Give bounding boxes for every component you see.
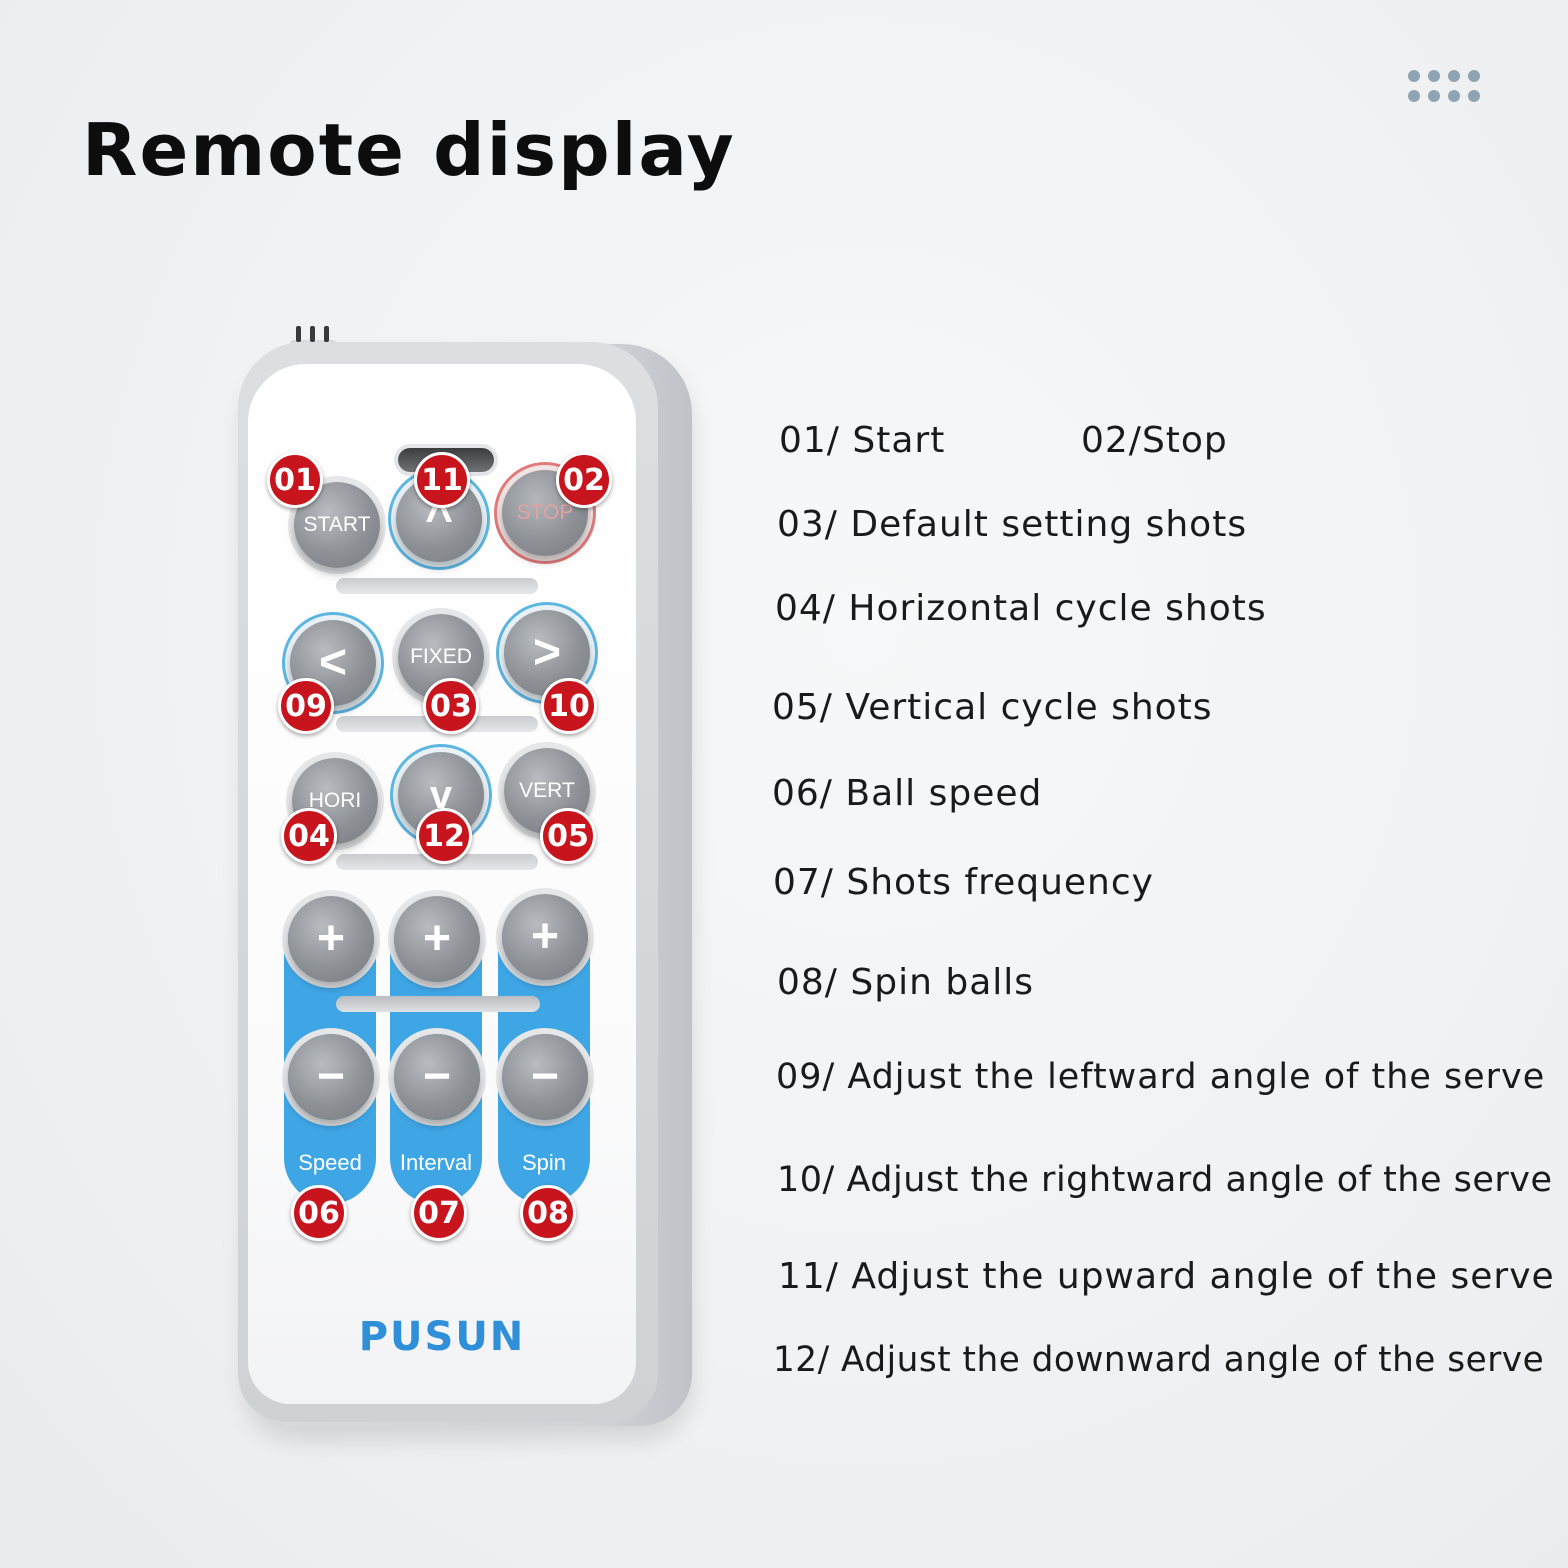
dots-menu-icon: [1408, 70, 1482, 104]
badge-04: 04: [281, 808, 337, 864]
badge-11: 11: [414, 452, 470, 508]
chevron-down-icon: v: [429, 773, 453, 817]
down-button[interactable]: v: [398, 752, 484, 838]
spin-plus-button[interactable]: +: [502, 894, 588, 980]
badge-10: 10: [541, 678, 597, 734]
page-title: Remote display: [82, 108, 736, 192]
badge-02: 02: [556, 452, 612, 508]
speed-label: Speed: [298, 1150, 362, 1175]
legend-item-05: 05/ Vertical cycle shots: [772, 687, 1213, 728]
legend-item-03: 03/ Default setting shots: [777, 504, 1248, 545]
interval-plus-button[interactable]: +: [394, 896, 480, 982]
legend-item-01: 01/ Start: [779, 420, 946, 461]
badge-12: 12: [416, 808, 472, 864]
plus-icon: +: [422, 912, 452, 965]
chevron-left-icon: <: [318, 636, 348, 689]
badge-06: 06: [291, 1185, 347, 1241]
legend-item-08: 08/ Spin balls: [777, 962, 1035, 1003]
legend-item-10: 10/ Adjust the rightward angle of the se…: [777, 1160, 1553, 1200]
speed-plus-button[interactable]: +: [288, 896, 374, 982]
interval-minus-button[interactable]: −: [394, 1034, 480, 1120]
minus-icon: −: [316, 1050, 346, 1103]
speed-minus-button[interactable]: −: [288, 1034, 374, 1120]
minus-icon: −: [422, 1050, 452, 1103]
legend-item-07: 07/ Shots frequency: [773, 862, 1154, 903]
legend-item-02: 02/Stop: [1081, 420, 1228, 461]
chevron-right-icon: >: [532, 626, 562, 679]
interval-label: Interval: [399, 1150, 473, 1175]
badge-05: 05: [540, 808, 596, 864]
legend-item-11: 11/ Adjust the upward angle of the serve: [778, 1256, 1555, 1297]
spin-minus-button[interactable]: −: [502, 1034, 588, 1120]
badge-08: 08: [520, 1185, 576, 1241]
badge-09: 09: [278, 678, 334, 734]
spin-label: Spin: [521, 1150, 567, 1175]
legend-item-06: 06/ Ball speed: [772, 773, 1043, 814]
minus-icon: −: [530, 1050, 560, 1103]
badge-01: 01: [267, 452, 323, 508]
legend-item-09: 09/ Adjust the leftward angle of the ser…: [776, 1057, 1546, 1097]
badge-07: 07: [411, 1185, 467, 1241]
plus-icon: +: [530, 910, 560, 963]
remote-face: START ^ STOP < FIXED > HORI v VERT + + +…: [248, 364, 636, 1404]
legend-item-04: 04/ Horizontal cycle shots: [775, 588, 1267, 629]
badge-03: 03: [423, 678, 479, 734]
legend-item-12: 12/ Adjust the downward angle of the ser…: [773, 1340, 1545, 1380]
brand-logo: PUSUN: [358, 1314, 526, 1360]
plus-icon: +: [316, 912, 346, 965]
